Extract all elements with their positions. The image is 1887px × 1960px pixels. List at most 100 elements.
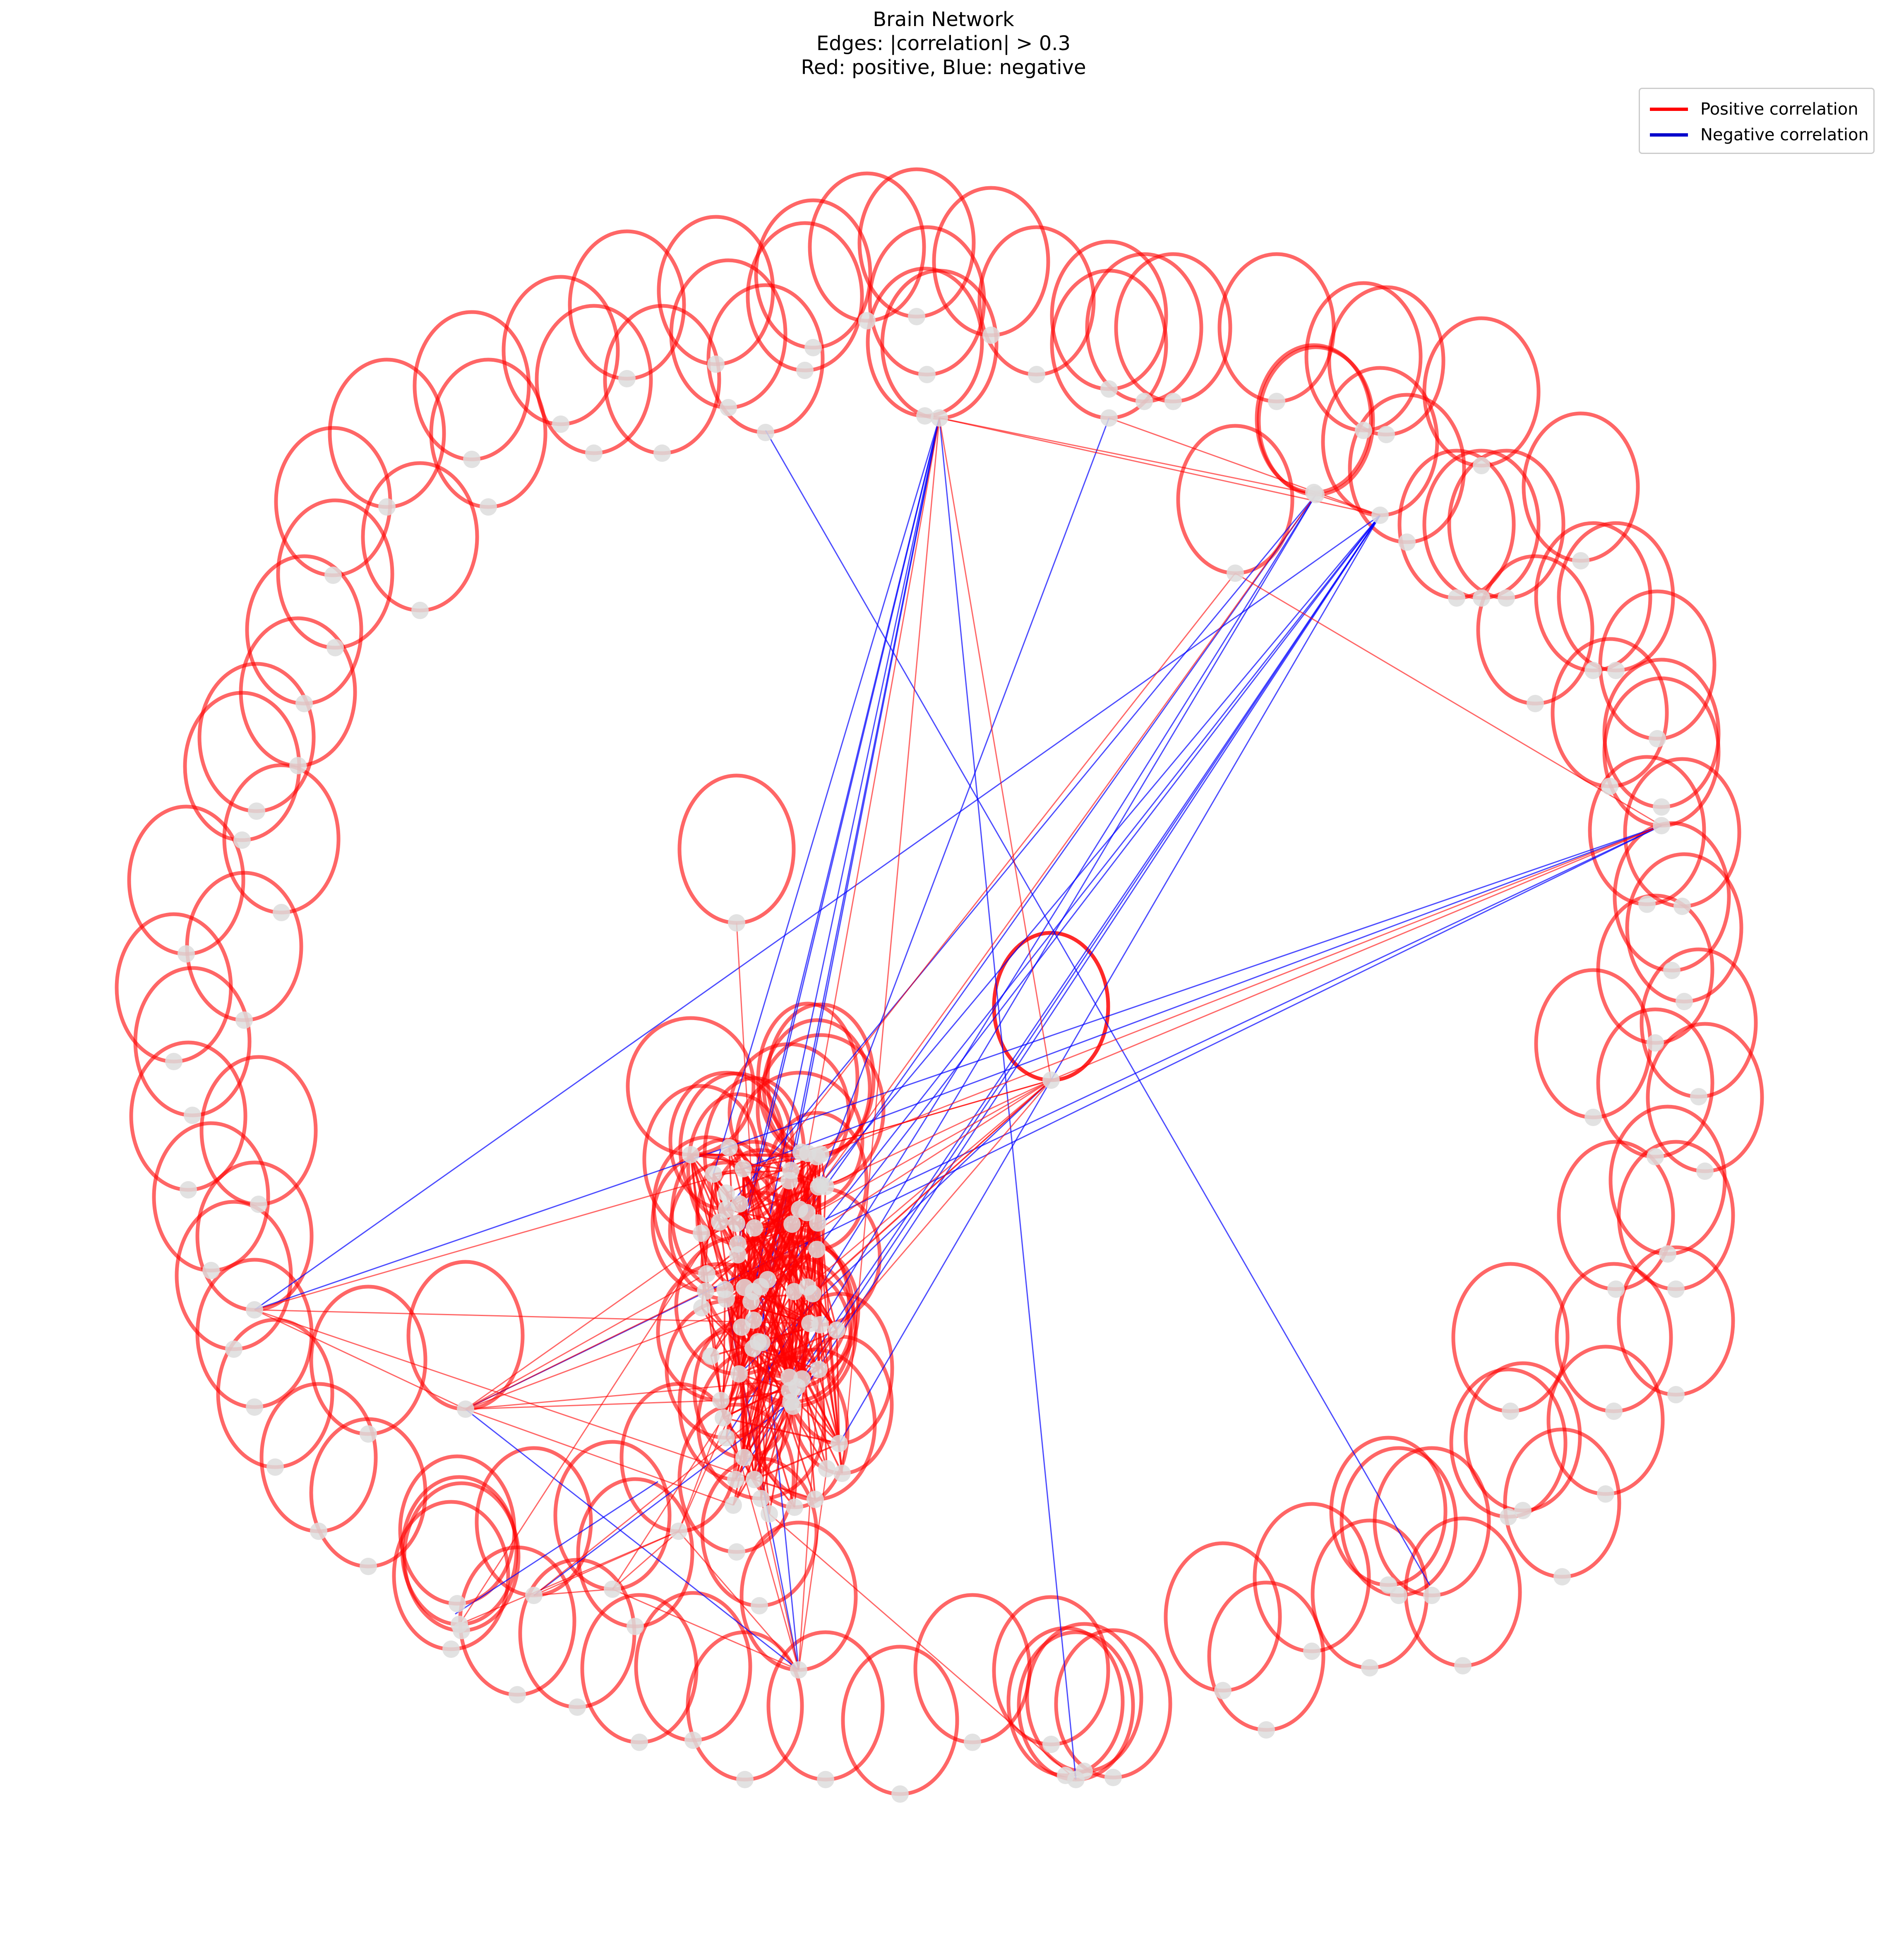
self-loop xyxy=(669,258,787,410)
brain-region-node xyxy=(790,1661,807,1679)
positive-edge xyxy=(939,418,1052,1081)
self-loop xyxy=(634,1591,752,1742)
negative-edge xyxy=(737,418,940,1244)
brain-region-node xyxy=(796,362,814,379)
positive-edge xyxy=(754,1180,790,1480)
positive-edge xyxy=(836,1330,840,1444)
brain-region-node xyxy=(1498,589,1515,607)
brain-region-node xyxy=(457,1400,474,1418)
positive-edge xyxy=(725,1192,821,1326)
brain-region-node xyxy=(266,1458,284,1476)
brain-region-node xyxy=(378,498,396,516)
self-loop xyxy=(1321,366,1439,517)
brain-region-node xyxy=(1638,896,1656,913)
brain-region-node xyxy=(509,1686,526,1703)
self-loop xyxy=(361,461,479,612)
self-loop xyxy=(475,1446,593,1597)
brain-region-node xyxy=(1514,1502,1532,1519)
brain-region-node xyxy=(761,1505,778,1523)
brain-region-node xyxy=(728,1543,745,1561)
positive-edge xyxy=(754,1184,821,1229)
brain-region-node xyxy=(1502,1403,1519,1420)
brain-region-node xyxy=(728,914,745,932)
brain-region-node xyxy=(250,1196,267,1213)
brain-region-node xyxy=(745,1311,762,1329)
self-loop xyxy=(1304,281,1423,432)
brain-region-node xyxy=(235,1011,253,1029)
positive-edge xyxy=(791,494,1317,1225)
self-loop xyxy=(739,1520,858,1672)
self-loop xyxy=(1447,449,1565,600)
positive-edge xyxy=(612,1417,724,1590)
brain-region-node xyxy=(804,1285,821,1302)
brain-region-node xyxy=(289,757,307,774)
brain-region-node xyxy=(552,416,569,433)
brain-region-node xyxy=(735,1160,752,1177)
node-layer xyxy=(165,308,1714,1803)
positive-edge xyxy=(841,418,940,1474)
brain-region-node xyxy=(1585,1109,1602,1126)
negative-edge xyxy=(799,515,1381,1210)
brain-region-node xyxy=(1136,393,1153,410)
positive-edge xyxy=(939,417,1380,516)
brain-region-node xyxy=(1164,393,1182,410)
brain-region-node xyxy=(698,1265,715,1283)
brain-region-node xyxy=(1307,486,1325,503)
brain-region-node xyxy=(783,1215,801,1233)
brain-region-node xyxy=(1473,589,1490,607)
negative-edge xyxy=(741,515,1381,1328)
brain-region-node xyxy=(808,1241,826,1258)
self-loop xyxy=(245,554,363,706)
negative-edge xyxy=(817,825,1662,1224)
brain-region-node xyxy=(712,1392,730,1409)
positive-edge xyxy=(710,1154,821,1357)
brain-region-node xyxy=(982,327,1000,344)
brain-region-node xyxy=(480,498,497,516)
brain-region-node xyxy=(327,639,344,656)
brain-region-node xyxy=(702,1348,720,1365)
brain-region-node xyxy=(1647,1148,1664,1165)
positive-edge xyxy=(769,1513,1076,1780)
brain-region-node xyxy=(781,1382,798,1399)
positive-edge xyxy=(1235,572,1662,826)
brain-region-node xyxy=(180,1181,197,1199)
brain-region-node xyxy=(736,1279,753,1296)
brain-region-node xyxy=(184,1107,201,1124)
self-loop xyxy=(127,805,245,956)
positive-edge xyxy=(739,573,1236,1204)
self-loop xyxy=(152,1121,270,1273)
brain-region-node xyxy=(812,1146,829,1163)
brain-region-node xyxy=(1448,589,1465,607)
brain-region-node xyxy=(916,407,934,425)
brain-region-node xyxy=(225,1340,242,1358)
self-loop xyxy=(195,1160,314,1312)
brain-region-node xyxy=(451,1616,468,1633)
brain-region-node xyxy=(1371,507,1389,524)
brain-region-node xyxy=(908,308,925,325)
brain-region-node xyxy=(324,567,342,584)
positive-edge xyxy=(254,1309,810,1324)
brain-region-node xyxy=(202,1262,220,1279)
negative-edge xyxy=(838,515,1381,1444)
brain-region-node xyxy=(828,1321,845,1339)
brain-region-node xyxy=(1378,426,1395,443)
self-loop xyxy=(677,773,796,925)
self-loop xyxy=(841,1645,959,1796)
brain-region-node xyxy=(753,1334,771,1351)
brain-region-node xyxy=(831,1435,848,1452)
brain-region-node xyxy=(653,444,671,462)
positive-edge xyxy=(812,1079,1052,1295)
self-loop xyxy=(1217,252,1336,404)
positive-edge xyxy=(736,922,755,1228)
brain-region-node xyxy=(736,1771,754,1788)
brain-region-node xyxy=(1500,1508,1517,1525)
positive-edge xyxy=(836,1080,1052,1331)
brain-region-node xyxy=(1553,1568,1571,1585)
positive-edge xyxy=(736,1223,792,1225)
brain-region-node xyxy=(705,1165,722,1183)
brain-region-node xyxy=(811,1316,829,1333)
negative-edge xyxy=(465,825,1662,1410)
brain-region-node xyxy=(1601,778,1618,795)
brain-region-node xyxy=(715,1409,732,1427)
